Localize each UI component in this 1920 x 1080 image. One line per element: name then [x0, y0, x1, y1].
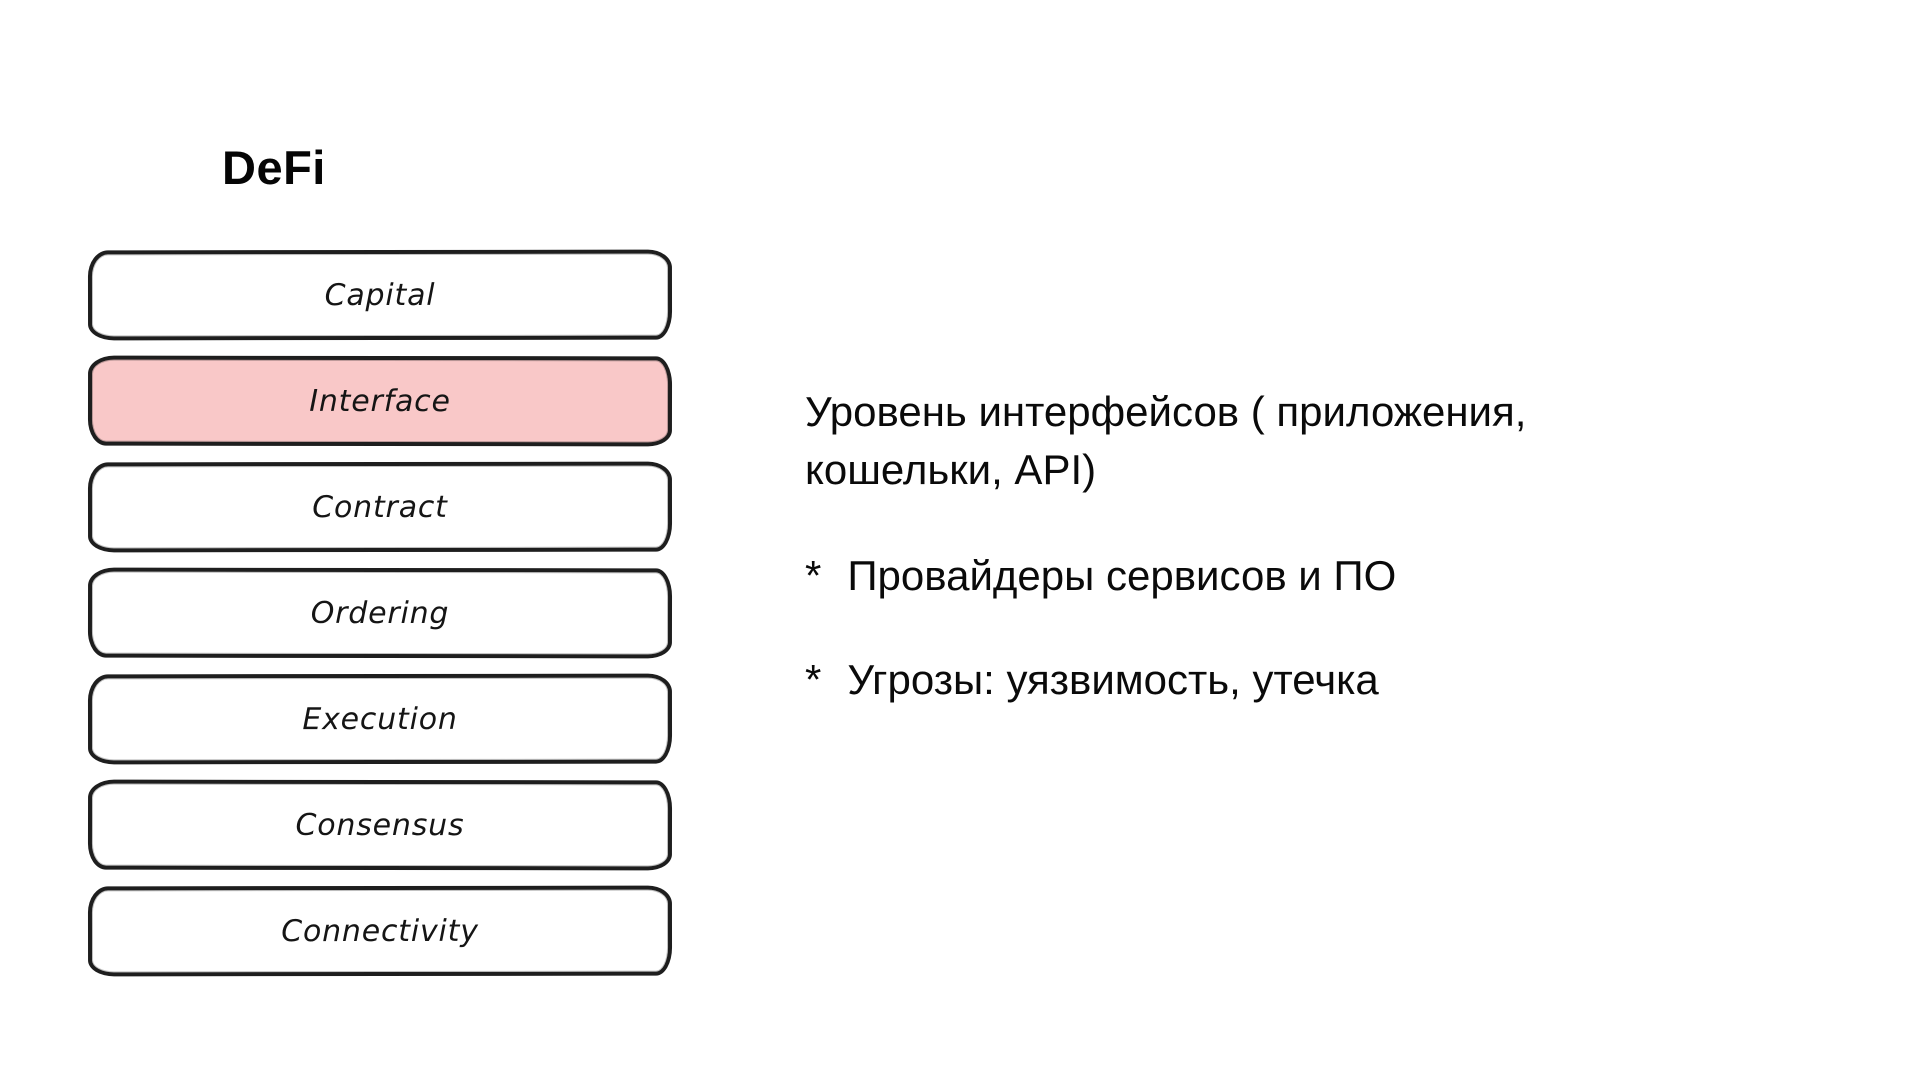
- layer-label-capital: Capital: [324, 277, 436, 313]
- description-line-2: кошельки, API): [805, 446, 1097, 493]
- layer-box-interface: Interface: [87, 355, 673, 447]
- bullet-list: * Провайдеры сервисов и ПО * Угрозы: уяз…: [805, 547, 1565, 709]
- layer-box-contract: Contract: [87, 461, 673, 553]
- layer-box-connectivity: Connectivity: [87, 885, 673, 977]
- layer-label-execution: Execution: [302, 701, 458, 737]
- layer-label-consensus: Consensus: [295, 807, 465, 843]
- layer-box-capital: Capital: [87, 249, 673, 341]
- bullet-threats-text: Угрозы: уязвимость, утечка: [847, 656, 1379, 703]
- asterisk-marker: *: [805, 552, 822, 599]
- layer-label-contract: Contract: [312, 489, 448, 525]
- layer-box-execution: Execution: [87, 673, 673, 765]
- asterisk-marker: *: [805, 656, 822, 703]
- layer-box-consensus: Consensus: [87, 779, 673, 871]
- description-line-1: Уровень интерфейсов ( приложения,: [805, 388, 1527, 435]
- bullet-threats: * Угрозы: уязвимость, утечка: [805, 651, 1565, 709]
- layer-label-interface: Interface: [309, 383, 451, 419]
- layer-label-ordering: Ordering: [310, 595, 450, 631]
- defi-layer-stack: Capital Interface Contract Ordering Exec…: [87, 249, 673, 992]
- bullet-providers-text: Провайдеры сервисов и ПО: [847, 552, 1397, 599]
- layer-label-connectivity: Connectivity: [281, 913, 479, 949]
- layer-box-ordering: Ordering: [87, 567, 673, 659]
- bullet-providers: * Провайдеры сервисов и ПО: [805, 547, 1565, 605]
- interface-layer-notes: Уровень интерфейсов ( приложения, кошель…: [805, 383, 1565, 709]
- page-title: DeFi: [222, 141, 326, 194]
